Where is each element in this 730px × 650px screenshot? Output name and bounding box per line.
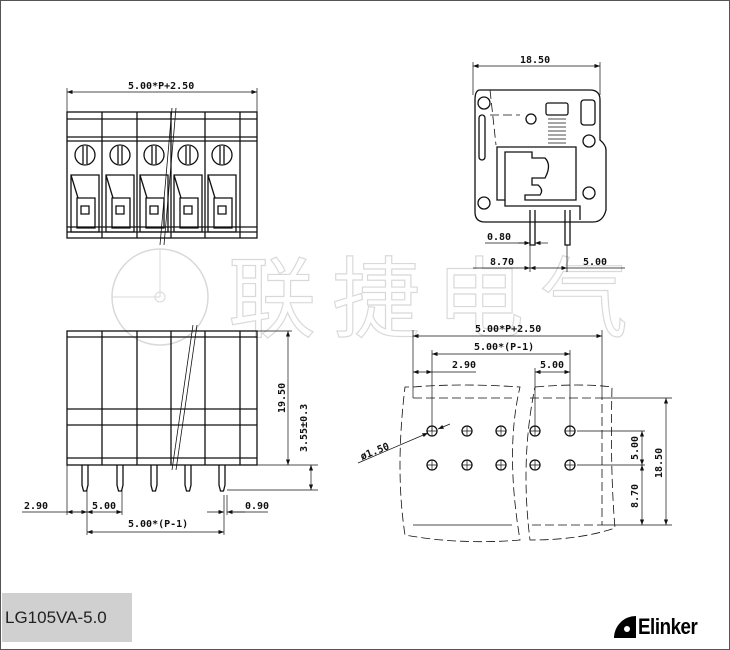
front-width-dim: 5.00*P+2.50: [128, 81, 194, 92]
screw-slot: [117, 146, 123, 164]
wire-entry: [173, 174, 203, 233]
side-view: 19.50 3.55±0.3 2.90 5.00 0.90 5.00*(P-1): [22, 324, 318, 535]
pcb-total-dim: 5.00*P+2.50: [475, 324, 541, 335]
hole-crosshair: [565, 426, 575, 436]
brand-logo: Elinker: [612, 612, 708, 642]
pcb-row-pitch-dim: 5.00: [630, 436, 641, 460]
pcb-pitch-dim: 5.00: [540, 360, 564, 371]
profile-width-dim: 18.50: [520, 55, 550, 66]
hole-crosshair: [530, 460, 540, 470]
hole-crosshair: [462, 426, 472, 436]
wire-entry: [105, 174, 135, 233]
pin: [184, 465, 192, 492]
hole-crosshair: [530, 426, 540, 436]
pcb-layout: 5.00*P+2.50 5.00*(P-1) 2.90 5.00 ø1.50 5…: [357, 324, 672, 543]
pcb-offset-dim: 2.90: [452, 360, 476, 371]
pcb-hole-dim: ø1.50: [359, 441, 391, 462]
profile-pitch-dim: 5.00: [583, 257, 607, 268]
hole-crosshair: [427, 460, 437, 470]
screw-icon: [177, 144, 199, 166]
pcb-span-dim: 5.00*(P-1): [474, 342, 534, 353]
screw-icon: [143, 144, 165, 166]
screw-slot: [82, 146, 88, 164]
pin: [218, 465, 226, 492]
screw-slot: [219, 146, 225, 164]
hole-crosshair: [496, 426, 506, 436]
pin: [116, 465, 124, 492]
model-label: LG105VA-5.0: [2, 593, 132, 642]
pcb-row-offset-dim: 8.70: [630, 484, 641, 508]
profile-offset-dim: 8.70: [490, 257, 514, 268]
pin: [81, 465, 89, 492]
pin: [150, 465, 158, 492]
side-pitch-dim: 5.00: [92, 501, 116, 512]
screw-icon: [211, 144, 233, 166]
wire-entry: [207, 174, 237, 233]
screw-icon: [109, 144, 131, 166]
side-pin-dim: 3.55±0.3: [299, 404, 310, 452]
wire-entry: [139, 174, 169, 233]
front-view: 5.00*P+2.50: [66, 81, 258, 246]
watermark: 联捷电气: [111, 247, 629, 352]
side-offset-dim: 2.90: [24, 501, 48, 512]
brand-logo-icon: [614, 616, 636, 638]
hole-crosshair: [496, 460, 506, 470]
side-height-dim: 19.50: [277, 383, 288, 413]
screw-slot: [151, 146, 157, 164]
wire-entry: [70, 174, 100, 233]
hole-crosshair: [565, 460, 575, 470]
side-pin-width-dim: 0.90: [245, 501, 269, 512]
screw-slot: [185, 146, 191, 164]
screw-icon: [74, 144, 96, 166]
side-span-dim: 5.00*(P-1): [128, 519, 188, 530]
pcb-depth-dim: 18.50: [654, 448, 665, 478]
hole-crosshair: [427, 426, 437, 436]
profile-view: 18.50 0.80 8.70 5.00: [472, 55, 625, 272]
profile-pin-dim: 0.80: [487, 232, 511, 243]
brand-name: Elinker: [638, 614, 698, 639]
hole-crosshair: [462, 460, 472, 470]
